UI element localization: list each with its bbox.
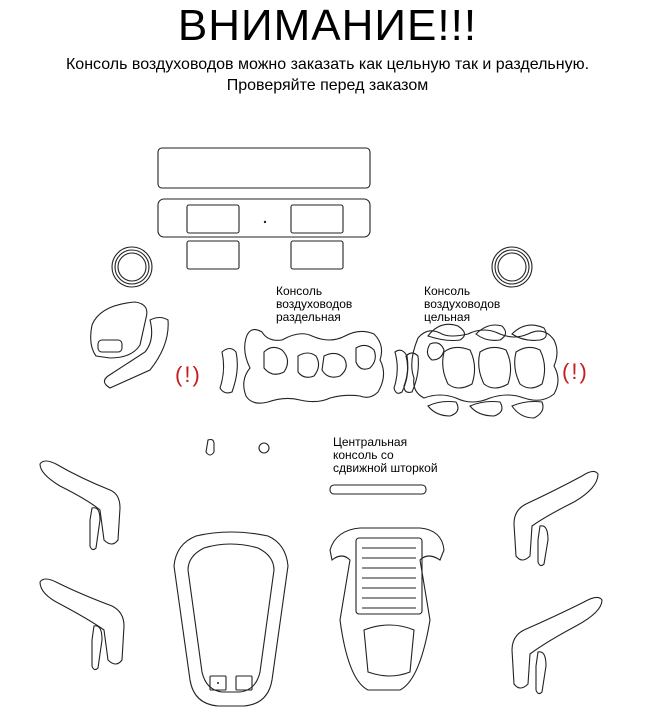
panel-lower-right xyxy=(290,240,344,270)
solid-console xyxy=(403,323,559,419)
instrument-panel xyxy=(157,198,371,238)
ring-left xyxy=(111,246,153,288)
tunnel-console xyxy=(173,531,289,707)
left-door-trim-upper xyxy=(39,460,121,551)
split-console xyxy=(219,329,409,404)
notice-line-1: Консоль воздуховодов можно заказать как … xyxy=(65,56,590,73)
center-console-shutter xyxy=(329,527,445,691)
screen-right xyxy=(290,204,344,234)
small-round-piece xyxy=(258,442,270,454)
right-door-trim-upper xyxy=(513,470,599,567)
page-title: ВНИМАНИЕ!!! xyxy=(177,1,478,50)
screen-left xyxy=(186,204,240,234)
notice-line-2: Проверяйте перед заказом xyxy=(226,77,429,94)
ring-right xyxy=(491,246,533,288)
shutter-strip xyxy=(329,484,427,495)
left-door-trim-lower xyxy=(39,578,125,671)
center-dot xyxy=(263,220,267,224)
label-split-console: Консоль воздуховодов раздельная xyxy=(276,284,353,324)
label-center-console: Центральная консоль со сдвижной шторкой xyxy=(333,435,438,475)
label-solid-console: Консоль воздуховодов цельная xyxy=(424,284,501,324)
right-door-trim-lower xyxy=(511,596,603,695)
panel-lower-left xyxy=(186,240,240,270)
dash-top-strip xyxy=(157,147,371,189)
warning-mark-right: (!) xyxy=(562,359,589,384)
warning-mark-left: (!) xyxy=(175,362,202,387)
small-piece xyxy=(205,438,215,456)
left-vent-trim xyxy=(90,301,169,389)
